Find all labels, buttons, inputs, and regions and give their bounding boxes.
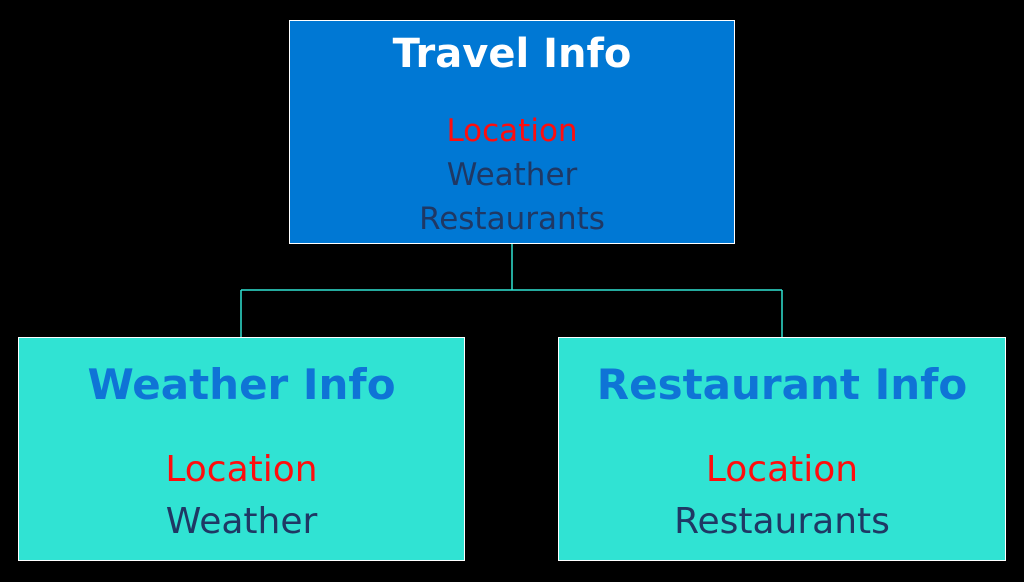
weather-info-items: Location Weather <box>19 444 464 548</box>
weather-info-item-location: Location <box>165 449 318 490</box>
travel-info-item-location: Location <box>446 113 578 149</box>
travel-info-items: Location Weather Restaurants <box>290 109 734 241</box>
restaurant-info-items: Location Restaurants <box>559 444 1005 548</box>
restaurant-info-box: Restaurant Info Location Restaurants <box>558 337 1006 561</box>
travel-info-item-weather: Weather <box>446 157 578 193</box>
restaurant-info-title: Restaurant Info <box>596 360 968 409</box>
weather-info-box: Weather Info Location Weather <box>18 337 465 561</box>
restaurant-info-item-location: Location <box>705 449 859 490</box>
travel-info-title: Travel Info <box>392 31 632 77</box>
weather-info-item-weather: Weather <box>165 501 318 542</box>
travel-info-box: Travel Info Location Weather Restaurants <box>289 20 735 244</box>
restaurant-info-item-restaurants: Restaurants <box>674 501 890 542</box>
weather-info-title: Weather Info <box>87 360 396 409</box>
travel-info-item-restaurants: Restaurants <box>419 201 605 237</box>
